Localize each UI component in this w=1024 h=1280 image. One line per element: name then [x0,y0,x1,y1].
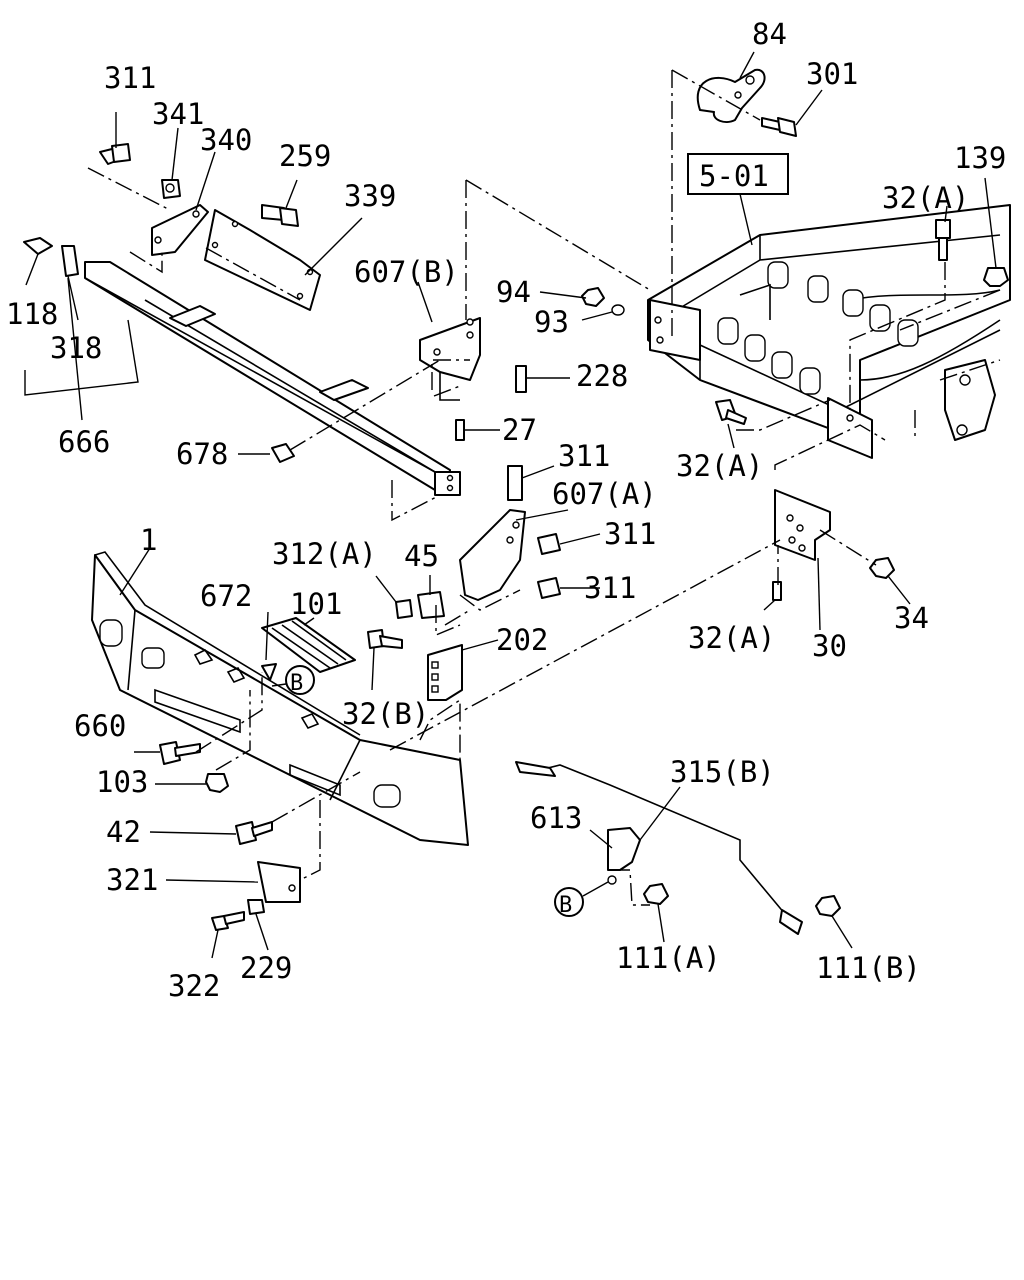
label-341: 341 [152,97,204,131]
label-45: 45 [404,539,439,573]
label-30: 30 [812,629,847,663]
bolt-301 [761,117,797,137]
label-339: 339 [344,179,396,213]
label-118: 118 [6,297,58,331]
ref-label: 5-01 [699,159,769,193]
clip-118 [23,237,79,277]
bracket-340 [151,179,209,256]
label-311: 311 [584,571,636,605]
frame-fasteners [715,219,1009,425]
reference-box-5-01: 5-01 [687,153,789,246]
label-678: 678 [176,437,228,471]
label-139: 139 [954,141,1006,175]
callout-b-1: B [271,665,315,696]
label-101: 101 [290,587,342,621]
bracket-45 [367,591,463,701]
label-228: 228 [576,359,628,393]
label-32a: 32(A) [882,181,969,215]
label-321: 321 [106,863,158,897]
bumper-fasteners [159,741,301,931]
label-84: 84 [752,17,787,51]
callout-b-2: B [554,881,609,918]
label-103: 103 [96,765,148,799]
bracket-30 [772,489,895,601]
label-42: 42 [106,815,141,849]
label-229: 229 [240,951,292,985]
label-340: 340 [200,123,252,157]
rod-315b [515,761,841,935]
label-607a: 607(A) [552,477,657,511]
label-315b: 315(B) [670,755,775,789]
label-111a: 111(A) [616,941,721,975]
leader-lines [24,51,997,959]
bracket-607b [271,287,625,463]
label-111b: 111(B) [816,951,921,985]
label-94: 94 [496,275,531,309]
callout-b-label: B [559,893,572,918]
label-672: 672 [200,579,252,613]
label-32a: 32(A) [676,449,763,483]
plate-339 [99,143,321,311]
label-301: 301 [806,57,858,91]
label-32b: 32(B) [342,697,429,731]
callout-b-label: B [290,671,303,696]
bracket-607a [459,465,561,601]
label-607b: 607(B) [354,255,459,289]
tow-hook [696,68,766,123]
label-32a: 32(A) [688,621,775,655]
label-311: 311 [604,517,656,551]
label-322: 322 [168,969,220,1003]
label-312a: 312(A) [272,537,377,571]
step-101 [261,617,356,681]
dash-lines [87,69,1001,906]
label-311: 311 [104,61,156,95]
label-34: 34 [894,601,929,635]
chassis-frame [647,204,1011,459]
label-660: 660 [74,709,126,743]
label-318: 318 [50,331,102,365]
label-311: 311 [558,439,610,473]
part-labels: 311 341 340 259 339 118 318 666 607(B) 9… [6,17,1006,1003]
label-202: 202 [496,623,548,657]
label-613: 613 [530,801,582,835]
label-1: 1 [140,523,157,557]
label-666: 666 [58,425,110,459]
bumper [91,551,469,846]
label-259: 259 [279,139,331,173]
label-93: 93 [534,305,569,339]
label-27: 27 [502,413,537,447]
cross-beam [84,261,461,496]
